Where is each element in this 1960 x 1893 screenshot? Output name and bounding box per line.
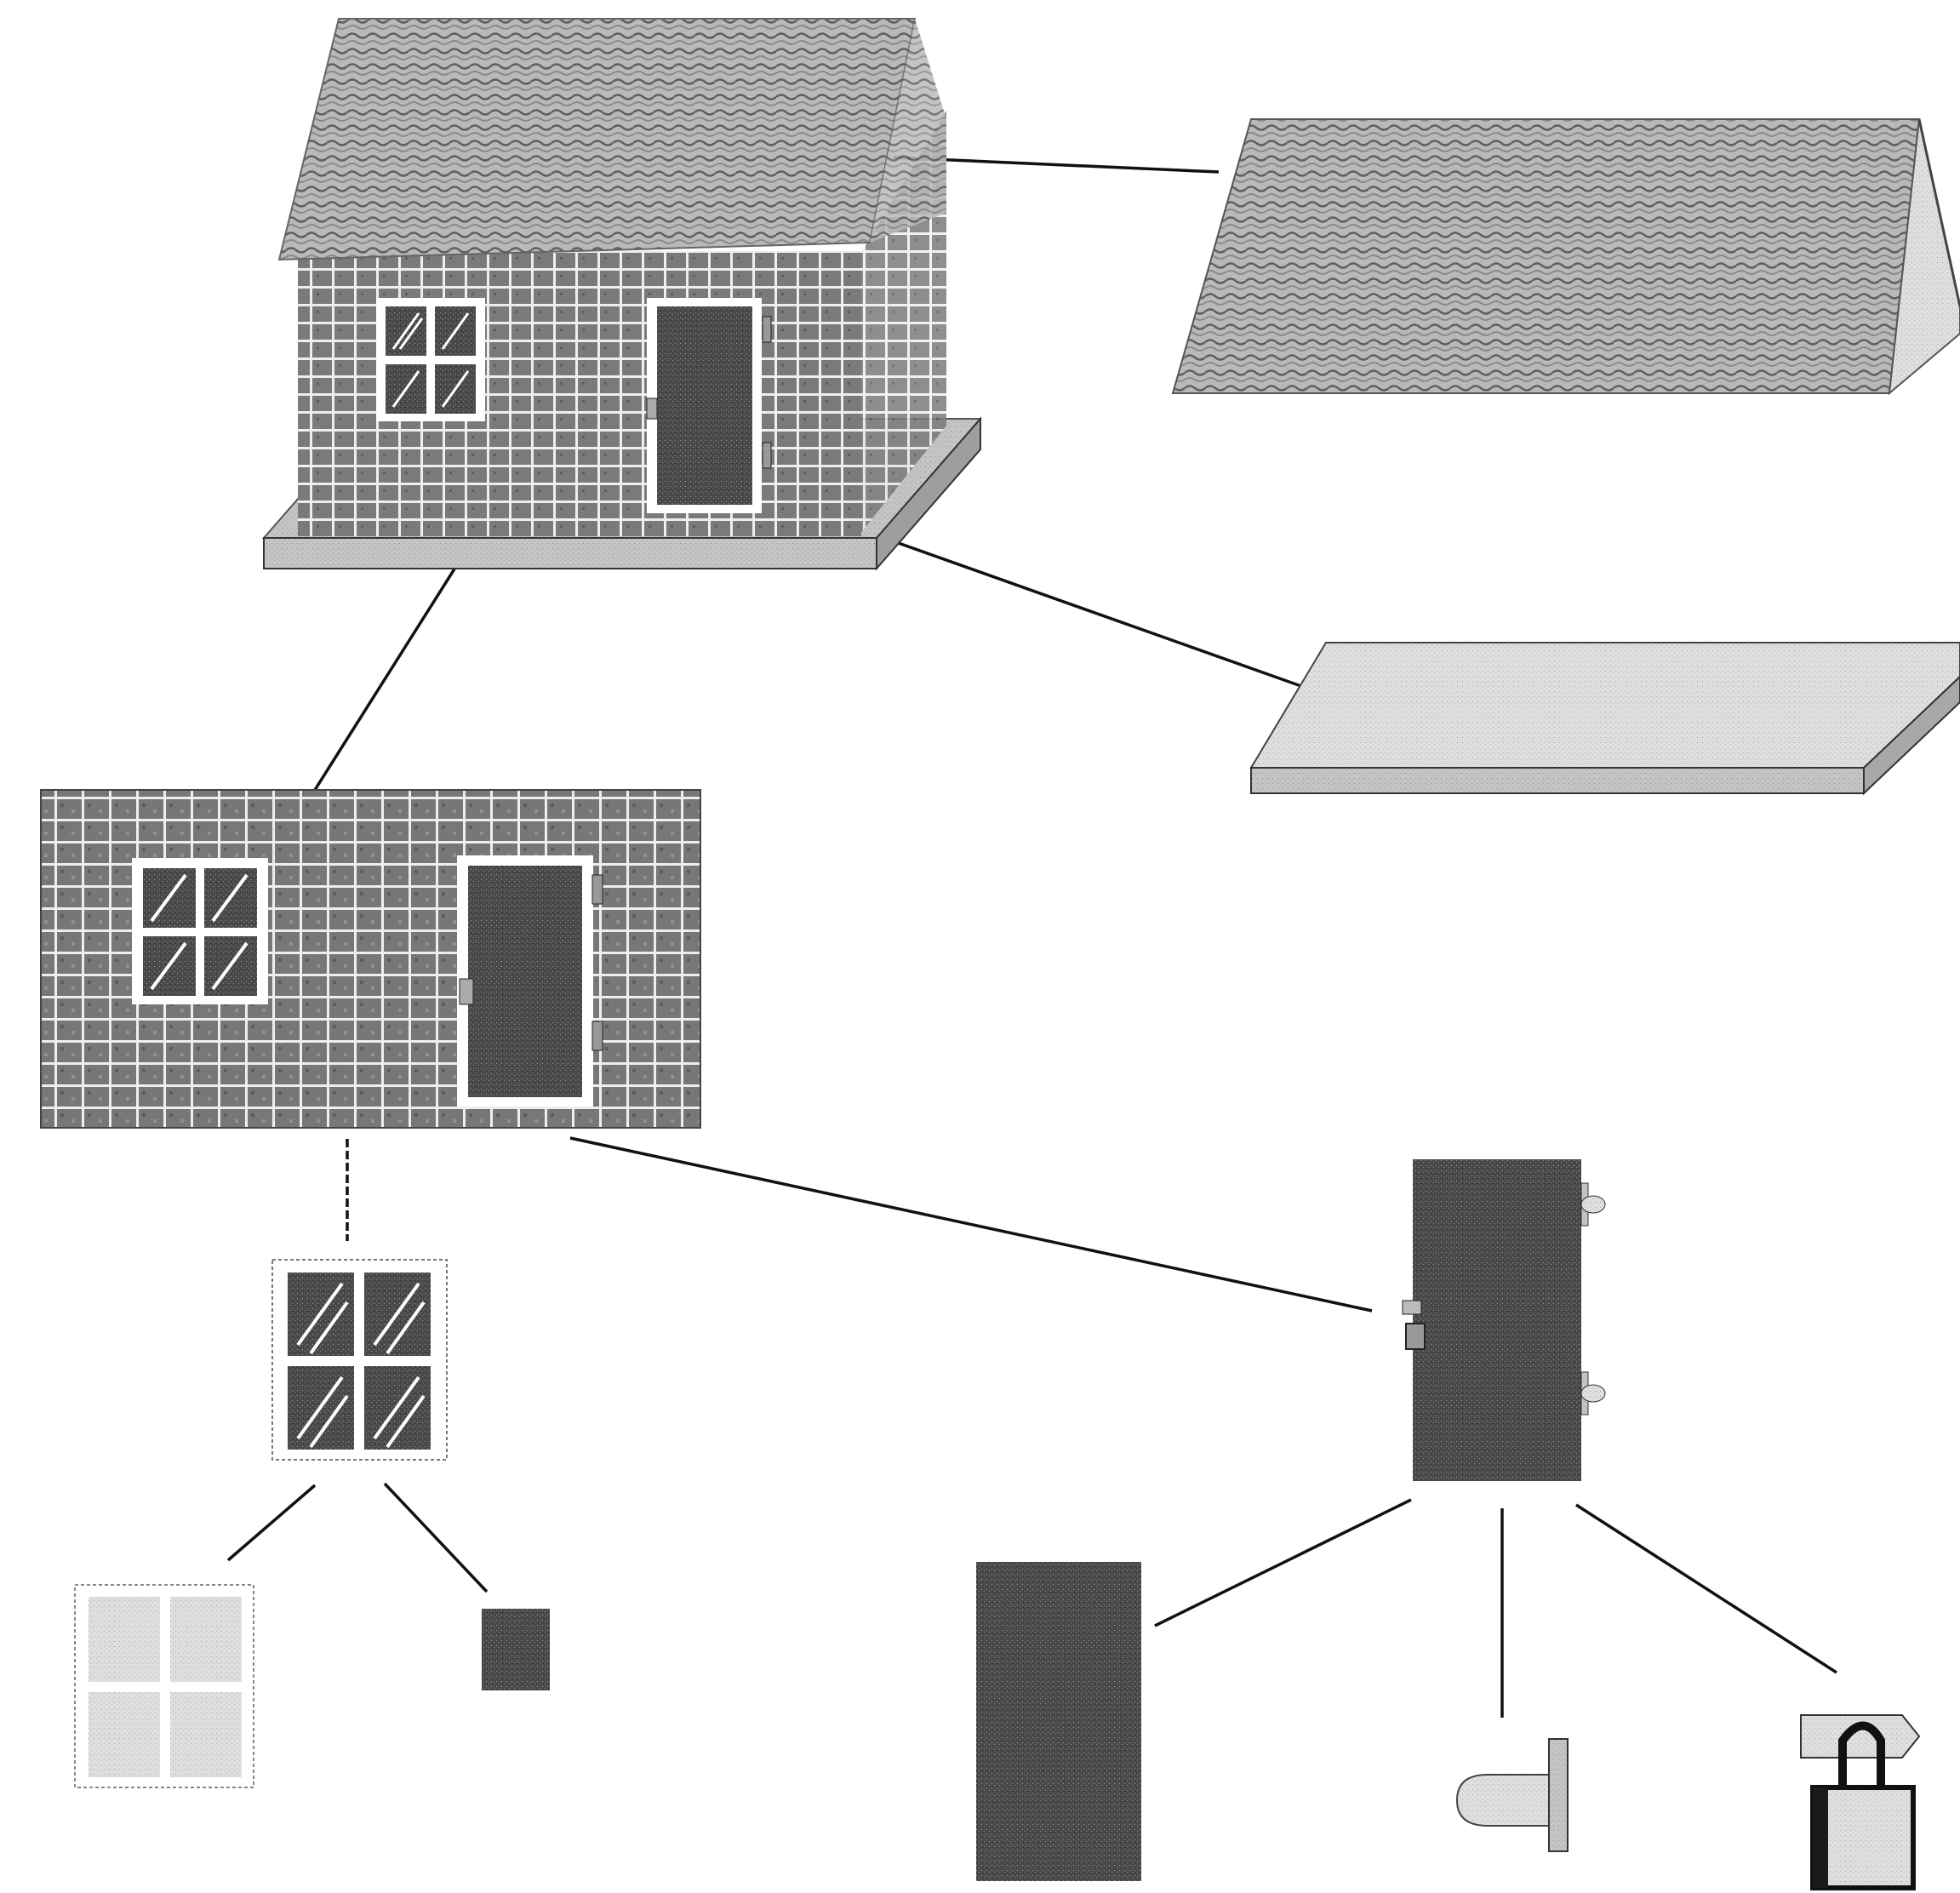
roof-icon <box>1173 119 1960 393</box>
connector-window-frame <box>228 1485 315 1560</box>
window-pane-icon <box>482 1609 550 1690</box>
wall-window <box>132 858 268 1004</box>
wall-door <box>457 855 603 1107</box>
house-roof-main <box>279 19 915 260</box>
house-slab-front <box>264 538 877 569</box>
door-icon <box>1403 1159 1605 1481</box>
padlock-icon <box>1801 1715 1919 1888</box>
window-frame-icon <box>75 1585 254 1787</box>
house-window <box>376 298 485 421</box>
connector-door-leaf <box>1155 1500 1411 1626</box>
house-door <box>647 298 771 513</box>
window-icon <box>272 1260 447 1460</box>
connector-window-pane <box>385 1484 487 1592</box>
door-leaf-icon <box>976 1562 1141 1881</box>
connector-wall-door <box>570 1138 1372 1311</box>
connector-door-padlock <box>1576 1505 1837 1673</box>
connector-house-slab <box>894 541 1311 689</box>
house-icon <box>264 19 980 569</box>
door-hinge-icon <box>1457 1739 1568 1851</box>
floor-slab-icon <box>1251 643 1960 793</box>
front-wall-icon <box>41 790 700 1128</box>
